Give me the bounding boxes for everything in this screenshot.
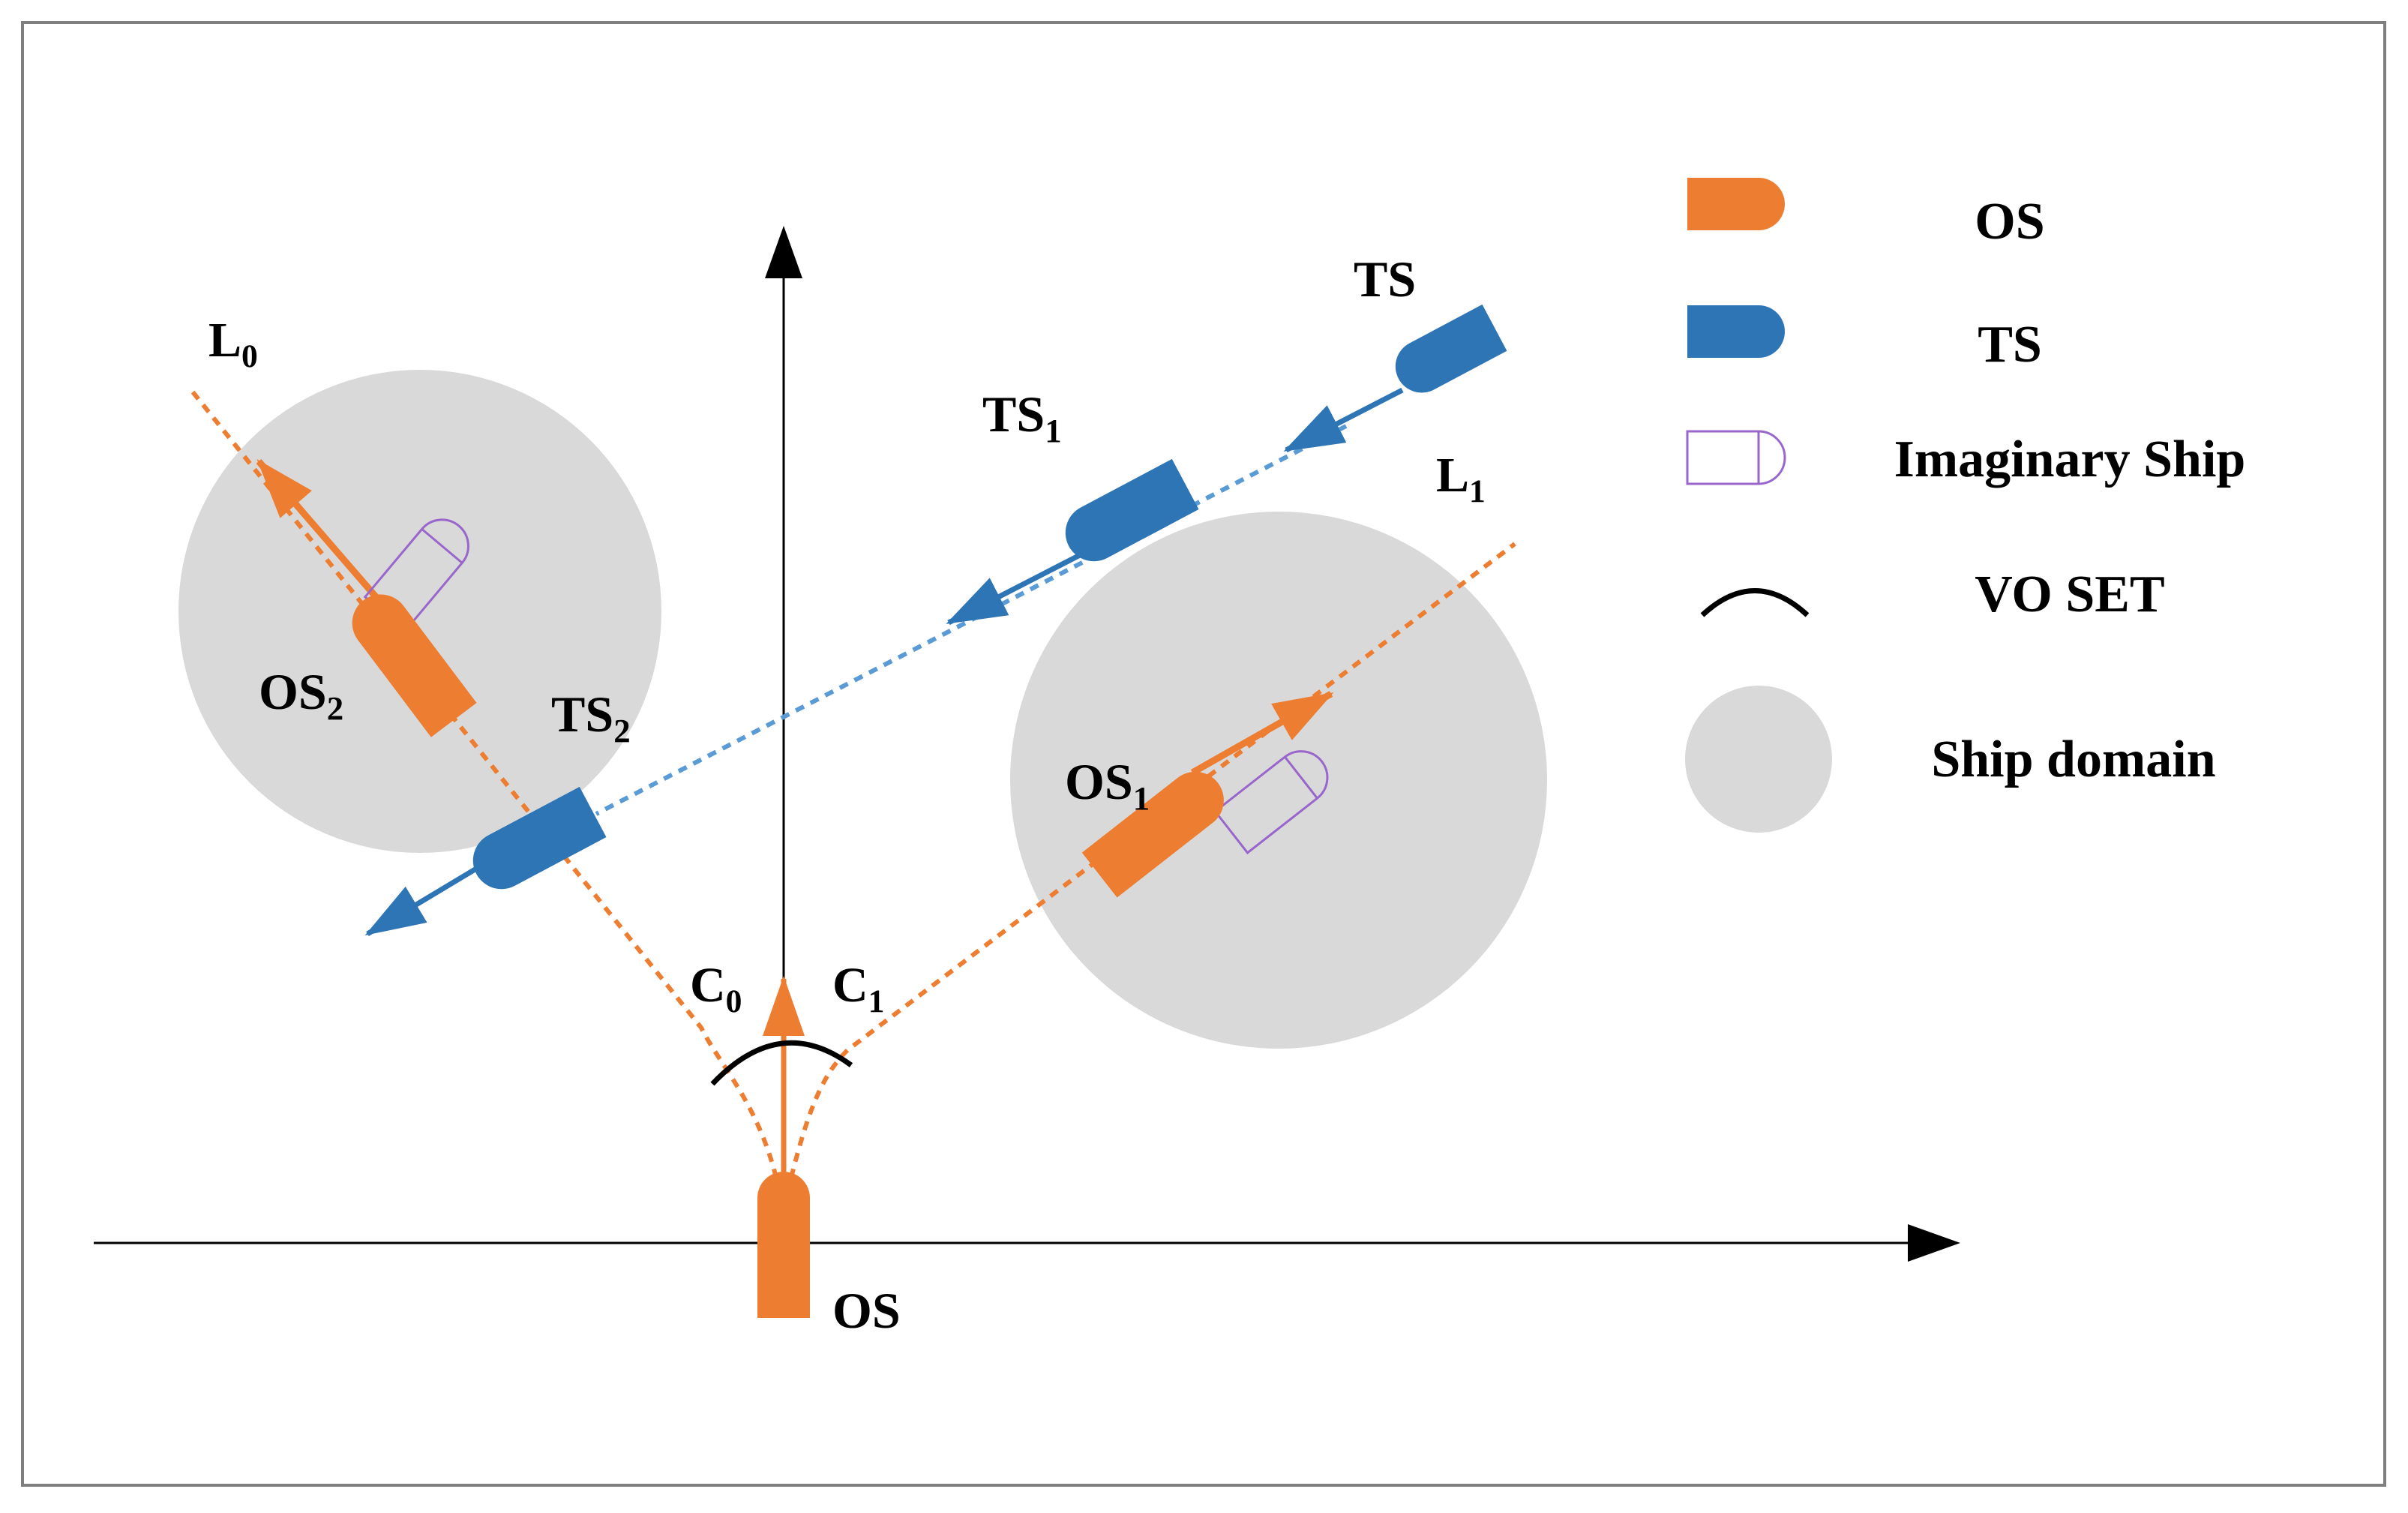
ship-ts xyxy=(1395,304,1507,393)
label-os: OS xyxy=(832,1282,901,1339)
legend-ts-icon xyxy=(1687,305,1785,358)
legend-domain-icon xyxy=(1685,686,1832,833)
ship-domain-os1 xyxy=(1010,512,1547,1049)
legend-ts-label: TS xyxy=(1978,316,2042,374)
ship-os1 xyxy=(1081,771,1224,898)
label-c0: C0 xyxy=(690,958,742,1019)
imaginary-ship-lower xyxy=(1213,750,1329,854)
vo-set-arc xyxy=(710,1040,853,1086)
legend-imaginary-icon xyxy=(1686,430,1786,485)
label-ts1: TS1 xyxy=(982,386,1062,449)
legend: OS TS Imaginary Ship VO SET Ship domain xyxy=(1685,178,2245,833)
legend-vo-arc-icon xyxy=(1700,588,1810,617)
ship-ts2 xyxy=(472,786,607,890)
ts-velocity-arrow-1 xyxy=(1283,387,1404,453)
legend-imaginary-label: Imaginary Ship xyxy=(1894,431,2246,488)
label-l1: L1 xyxy=(1436,448,1486,509)
legend-os-icon xyxy=(1687,178,1785,230)
legend-os-label: OS xyxy=(1975,193,2044,251)
ship-os xyxy=(757,1172,810,1318)
ts-velocity-arrow-3 xyxy=(364,863,481,937)
legend-domain-label: Ship domain xyxy=(1931,731,2215,788)
label-os2: OS2 xyxy=(259,663,343,727)
ship-domain-os2 xyxy=(178,370,661,853)
os1-velocity-arrow xyxy=(1190,691,1334,776)
imaginary-ship-upper xyxy=(363,518,469,632)
ship-ts1 xyxy=(1065,458,1199,562)
label-l0: L0 xyxy=(208,313,258,374)
ts-velocity-arrow-2 xyxy=(946,552,1081,626)
track-l1 xyxy=(789,542,1516,1178)
figure-frame xyxy=(21,21,2386,1487)
os2-velocity-arrow xyxy=(256,458,382,602)
label-os1: OS1 xyxy=(1065,753,1150,817)
ts-track-dotted xyxy=(595,424,1348,816)
label-c1: C1 xyxy=(832,958,884,1019)
label-ts2: TS2 xyxy=(551,686,631,749)
label-ts: TS xyxy=(1354,251,1416,308)
legend-vo-label: VO SET xyxy=(1975,566,2164,623)
ship-os2 xyxy=(352,594,477,737)
track-l0 xyxy=(189,389,778,1178)
